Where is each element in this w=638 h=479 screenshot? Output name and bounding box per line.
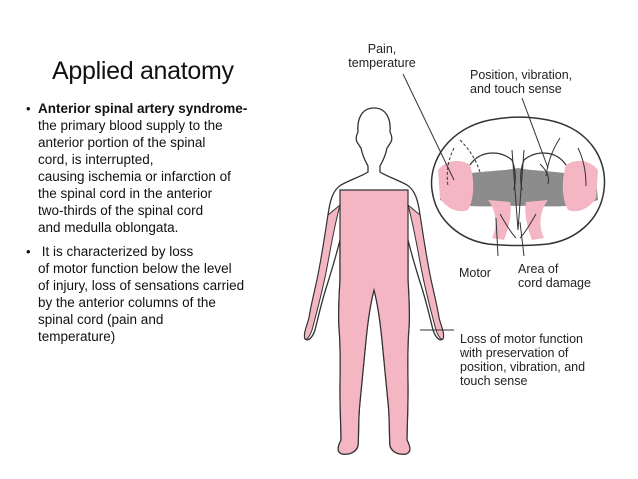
leader-lines xyxy=(402,73,549,331)
bullet-text-line: spinal cord (pain and xyxy=(38,312,164,327)
bullet-dot: • xyxy=(26,101,31,116)
bullet-item-2: • It is characterized by loss of motor f… xyxy=(26,243,316,345)
label-line: temperature xyxy=(348,56,416,70)
arm-loss-left xyxy=(304,203,341,340)
label-position-vibration: Position, vibration, and touch sense xyxy=(470,68,572,96)
arm-loss-right xyxy=(407,203,444,340)
bullet-text-line: of motor function below the level xyxy=(38,261,232,276)
label-line: Pain, xyxy=(367,42,397,56)
label-line: touch sense xyxy=(460,374,528,388)
bullet-text-line: causing ischemia or infarction of xyxy=(38,169,231,184)
label-line: Area of xyxy=(518,262,559,276)
bullet-text-line: It is characterized by loss xyxy=(38,244,194,259)
label-line: Position, vibration, xyxy=(470,68,573,82)
label-line: and touch sense xyxy=(470,82,562,96)
bullet-text-line: by the anterior columns of the xyxy=(38,295,216,310)
label-line: cord damage xyxy=(518,276,591,290)
bullet-heading: Anterior spinal artery syndrome- xyxy=(38,101,248,116)
bullet-text-line: of injury, loss of sensations carried xyxy=(38,278,245,293)
bullet-text-line: and medulla oblongata. xyxy=(38,220,179,235)
label-loss-of-motor-function: Loss of motor function with preservation… xyxy=(460,332,585,388)
bullet-text-line: two-thirds of the spinal cord xyxy=(38,203,204,218)
bullet-text-line: anterior portion of the spinal xyxy=(38,135,206,150)
anatomy-figure xyxy=(303,73,606,455)
label-line: with preservation of xyxy=(460,346,569,360)
bullet-text-line: temperature) xyxy=(38,329,116,344)
bullet-list: • Anterior spinal artery syndrome- the p… xyxy=(26,100,316,345)
label-line: position, vibration, and xyxy=(460,360,586,374)
label-line: Loss of motor function xyxy=(460,332,583,346)
bullet-text-line: cord, is interrupted, xyxy=(38,152,154,167)
bullet-text-line: the spinal cord in the anterior xyxy=(38,186,213,201)
bullet-item-1: • Anterior spinal artery syndrome- the p… xyxy=(26,100,316,236)
slide-title: Applied anatomy xyxy=(52,57,234,85)
label-motor: Motor xyxy=(459,266,491,280)
bullet-text-line: the primary blood supply to the xyxy=(38,118,223,133)
motor-loss-region xyxy=(337,189,411,455)
bullet-dot: • xyxy=(26,244,31,259)
label-area-of-damage: Area of cord damage xyxy=(518,262,591,290)
spinal-cord-cross-section xyxy=(430,116,606,247)
label-pain-temperature: Pain, temperature xyxy=(334,42,430,70)
